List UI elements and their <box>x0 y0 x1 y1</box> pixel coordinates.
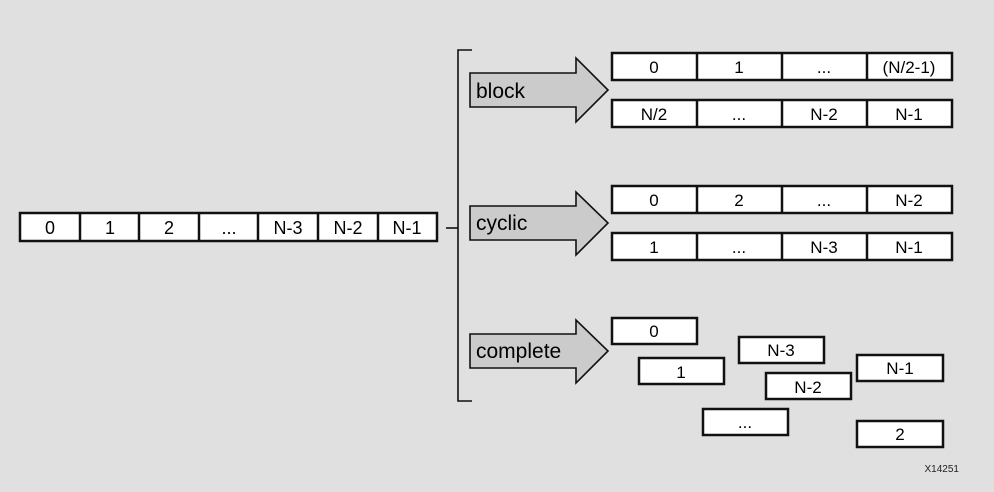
cyclic-cell: ... <box>732 238 746 257</box>
element-frame <box>610 316 699 346</box>
element-value: N-3 <box>767 341 794 360</box>
element-frame <box>764 371 853 401</box>
source-cell: N-2 <box>333 218 362 238</box>
figure-id: X14251 <box>925 464 960 475</box>
complete-element: N-2 <box>764 371 853 401</box>
partition-cyclic: cyclic 0 2 ... N-2 1 ... N-3 N-1 <box>469 184 954 262</box>
bracket-line <box>457 49 472 402</box>
element-value: N-1 <box>886 359 913 378</box>
partition-bracket <box>446 49 472 402</box>
complete-element: 0 <box>610 316 699 346</box>
block-arrow <box>469 56 610 124</box>
source-cell: N-1 <box>392 218 421 238</box>
element-frame <box>855 353 945 383</box>
complete-element: ... <box>701 407 790 437</box>
element-value: N-2 <box>794 378 821 397</box>
block-cell: N-2 <box>810 105 837 124</box>
cyclic-cell: 1 <box>649 238 658 257</box>
partition-block: block 0 1 ... (N/2-1) N/2 ... N-2 N-1 <box>469 51 954 129</box>
source-cell: 0 <box>45 218 55 238</box>
block-cell: ... <box>732 105 746 124</box>
block-cell: N/2 <box>641 105 667 124</box>
complete-element: 1 <box>637 356 726 386</box>
cyclic-cell: ... <box>817 191 831 210</box>
element-value: 1 <box>676 363 685 382</box>
element-frame <box>737 335 826 365</box>
block-cell: 1 <box>734 58 743 77</box>
element-value: ... <box>738 413 752 432</box>
complete-arrow <box>469 318 610 385</box>
source-cell: 1 <box>105 218 115 238</box>
element-frame <box>637 356 726 386</box>
cyclic-label: cyclic <box>476 212 527 235</box>
element-frame <box>855 419 945 449</box>
cyclic-cell: N-1 <box>895 238 922 257</box>
element-frame <box>701 407 790 437</box>
cyclic-cell: 0 <box>649 191 658 210</box>
cyclic-arrow <box>469 190 610 257</box>
complete-element: N-3 <box>737 335 826 365</box>
cyclic-cell: N-2 <box>895 191 922 210</box>
block-label: block <box>476 80 526 103</box>
partition-complete: complete 0 1 N-3 N-2 N-1 ... 2 <box>469 316 945 449</box>
source-array-frame <box>18 211 439 243</box>
element-value: 0 <box>649 322 658 341</box>
cyclic-cell: 2 <box>734 191 743 210</box>
element-value: 2 <box>895 425 904 444</box>
source-cell: ... <box>221 218 236 238</box>
complete-label: complete <box>476 340 561 363</box>
source-cell: N-3 <box>273 218 302 238</box>
source-array: 0 1 2 ... N-3 N-2 N-1 <box>18 211 439 243</box>
source-cell: 2 <box>164 218 174 238</box>
block-cell: 0 <box>649 58 658 77</box>
complete-element: N-1 <box>855 353 945 383</box>
block-cell: ... <box>817 58 831 77</box>
complete-element: 2 <box>855 419 945 449</box>
cyclic-cell: N-3 <box>810 238 837 257</box>
block-cell: N-1 <box>895 105 922 124</box>
block-cell: (N/2-1) <box>883 58 936 77</box>
